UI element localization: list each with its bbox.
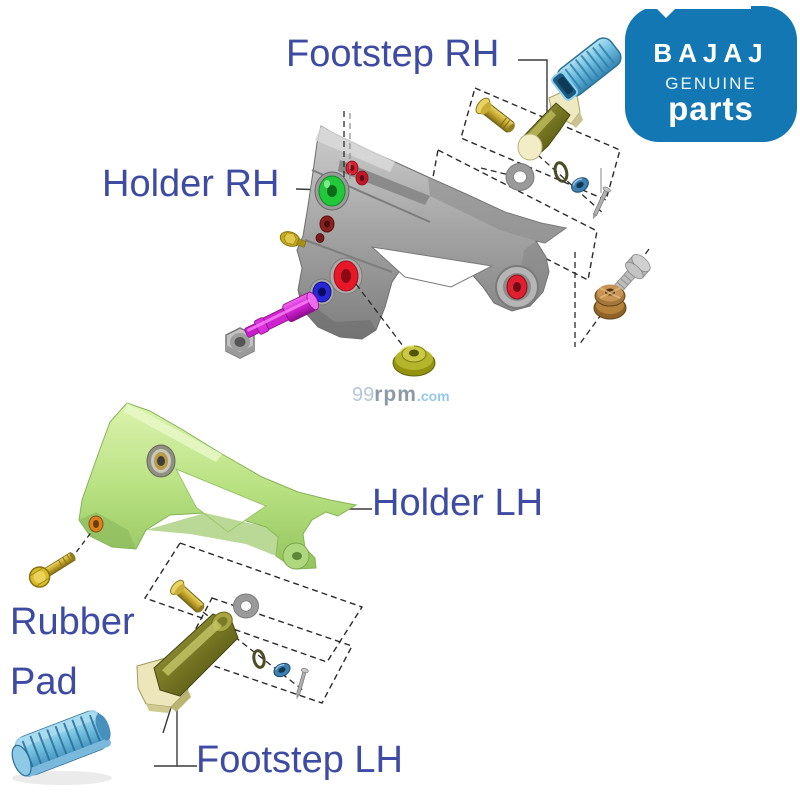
label-holder-rh: Holder RH xyxy=(102,163,280,205)
washer-lh xyxy=(233,593,259,619)
holder-lh-bracket xyxy=(78,402,358,570)
footstep-rh-assembly xyxy=(475,37,622,220)
hex-bolt-gold-lh xyxy=(28,551,76,588)
logo-brand-text: BAJAJ xyxy=(653,38,769,68)
label-holder-lh: Holder LH xyxy=(372,482,544,524)
split-pin-lh xyxy=(295,668,309,700)
exploded-box-lh-upper xyxy=(143,542,364,663)
bushing-green xyxy=(314,171,350,211)
split-pin-rh xyxy=(592,186,611,220)
logo-genuine-text: GENUINE xyxy=(665,74,757,93)
bushing-metal-lh xyxy=(146,444,176,478)
axis-line-gold-bolt-lh xyxy=(70,529,94,560)
mount-lug-lh xyxy=(282,542,310,570)
watermark-tld: .com xyxy=(416,388,450,404)
bushing-red-front xyxy=(329,257,363,295)
bushing-red-small-pair xyxy=(345,160,369,186)
watermark-prefix: 99 xyxy=(352,384,375,406)
o-ring-rh xyxy=(553,161,569,183)
holder-rh-bracket xyxy=(296,125,568,340)
logo-parts-text: parts xyxy=(668,90,754,127)
label-rubber-pad-line1: Rubber xyxy=(10,601,135,643)
rubber-pad-lh xyxy=(11,710,111,777)
clip-rh xyxy=(571,177,589,193)
overlay-dashed-lines xyxy=(343,111,407,351)
label-rubber-pad-line2: Pad xyxy=(10,661,78,703)
bushing-maroon xyxy=(315,215,335,243)
watermark-name: rpm xyxy=(374,383,417,406)
label-rubber-pad: Rubber Pad xyxy=(10,592,135,712)
exploded-box-rh-upper xyxy=(460,87,621,201)
washer-rh xyxy=(505,163,535,191)
footstep-lh-assembly xyxy=(136,579,309,713)
bushing-red-rear xyxy=(495,265,539,309)
logo-underline xyxy=(625,6,751,18)
clevis-pin-lh xyxy=(170,579,205,613)
label-footstep-lh: Footstep LH xyxy=(196,739,403,781)
footstep-rh-arm xyxy=(517,89,583,161)
pivot-bolt-magenta xyxy=(244,291,319,338)
clip-lh xyxy=(273,662,291,678)
bajaj-genuine-parts-logo: BAJAJ GENUINE parts xyxy=(625,6,797,142)
label-footstep-rh: Footstep RH xyxy=(286,33,500,75)
flange-bolt-gold-small xyxy=(279,231,307,248)
o-ring-lh xyxy=(252,649,266,669)
footstep-lh-arm xyxy=(136,611,239,713)
flange-nut-olive xyxy=(392,345,436,377)
rubber-pad-rh xyxy=(551,37,622,101)
spacer-bronze xyxy=(593,284,627,320)
clevis-pin-rh xyxy=(475,97,515,133)
hole-orange-lh xyxy=(88,515,104,533)
